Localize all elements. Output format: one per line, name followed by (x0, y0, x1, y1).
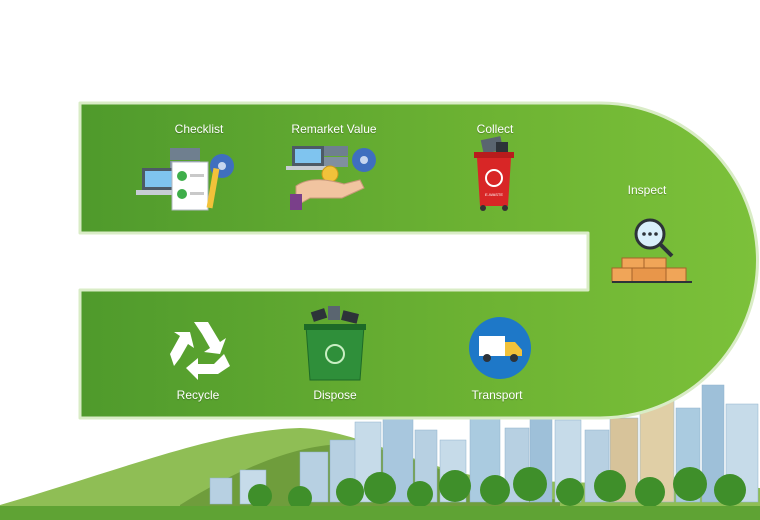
delivery-truck-icon (469, 317, 531, 379)
bin-logo-text: E-WASTE (485, 192, 503, 197)
red-e-waste-bin-icon: E-WASTE (474, 136, 514, 211)
green-bin-electronics-icon (304, 306, 366, 381)
process-band (78, 101, 759, 420)
step-label-dispose: Dispose (313, 388, 357, 402)
recycle-arrows-icon (170, 322, 230, 380)
hand-money-devices-icon (286, 146, 376, 210)
city-skyline (0, 384, 760, 520)
checklist-laptop-server-icon (136, 148, 234, 211)
step-label-recycle: Recycle (176, 388, 220, 402)
step-label-remarket-value: Remarket Value (291, 122, 377, 136)
step-label-collect: Collect (476, 122, 514, 136)
step-label-inspect: Inspect (627, 183, 667, 197)
step-label-checklist: Checklist (174, 122, 224, 136)
step-label-transport: Transport (471, 388, 523, 402)
magnifier-boxes-icon (611, 218, 692, 283)
